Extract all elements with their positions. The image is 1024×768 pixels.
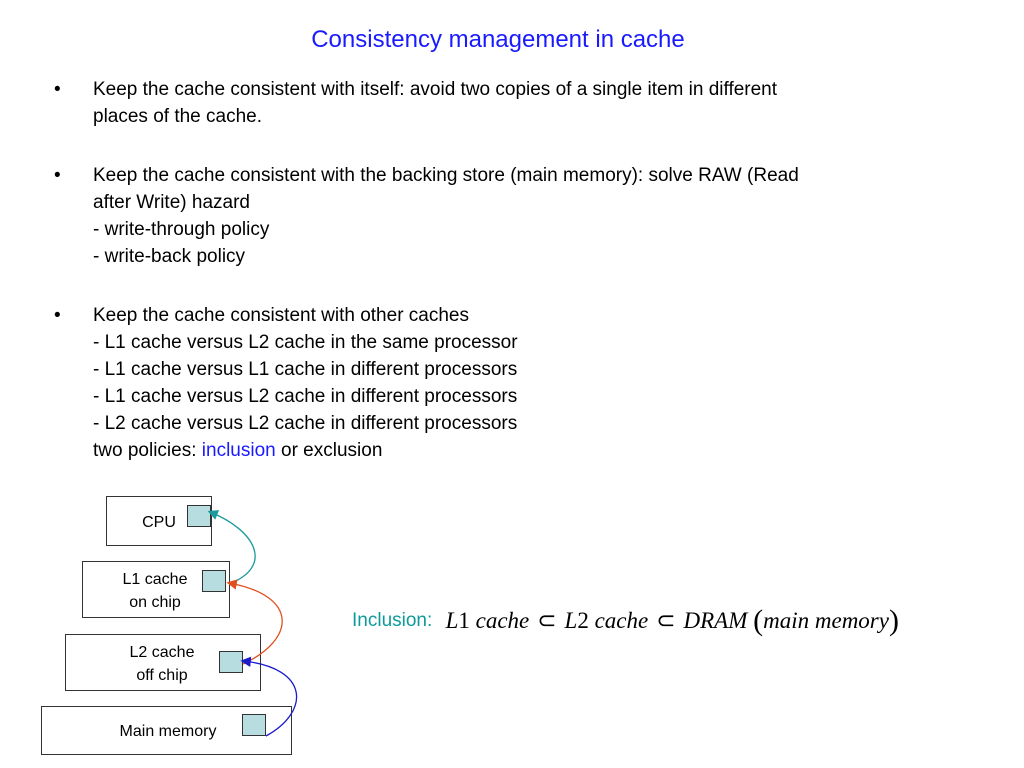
formula-l1-letter: L bbox=[445, 608, 459, 633]
subset-symbol-2: ⊂ bbox=[656, 608, 676, 633]
l1-cache-label: L1 cache on chip bbox=[97, 568, 213, 614]
bullet-text-line: after Write) hazard bbox=[93, 192, 250, 213]
bullet-text-line: Keep the cache consistent with other cac… bbox=[93, 305, 470, 326]
bullet-text-line: - L2 cache versus L2 cache in different … bbox=[93, 413, 518, 434]
bullet-text-line: places of the cache. bbox=[93, 106, 262, 127]
bullet-text-line: Keep the cache consistent with itself: a… bbox=[93, 79, 778, 100]
bullet-text-line: - write-back policy bbox=[93, 246, 246, 267]
formula-dram: DRAM bbox=[683, 608, 748, 633]
policies-prefix: two policies: bbox=[93, 440, 202, 461]
formula-cache-2: cache bbox=[594, 608, 649, 633]
main-memory-box: Main memory bbox=[41, 706, 292, 755]
l1-cache-box: L1 cache on chip bbox=[82, 561, 230, 618]
formula-main-memory: main memory bbox=[763, 608, 889, 633]
slide-title: Consistency management in cache bbox=[311, 26, 685, 53]
formula-open-paren: ( bbox=[753, 604, 764, 637]
l2-cache-port bbox=[219, 651, 243, 673]
bullet-text-line: - L1 cache versus L1 cache in different … bbox=[93, 359, 518, 380]
l2-cache-label-line2: off chip bbox=[136, 667, 188, 684]
formula-l2-digit: 2 bbox=[577, 608, 589, 633]
cpu-box: CPU bbox=[106, 496, 212, 546]
bullet-item: • Keep the cache consistent with the bac… bbox=[54, 162, 954, 270]
bullet-marker: • bbox=[54, 165, 61, 186]
bullet-item: • Keep the cache consistent with itself:… bbox=[54, 76, 954, 130]
l2-cache-box: L2 cache off chip bbox=[65, 634, 261, 691]
l2-cache-label-line1: L2 cache bbox=[129, 644, 195, 661]
formula-l1-digit: 1 bbox=[458, 608, 470, 633]
main-memory-port bbox=[242, 714, 266, 736]
cpu-label: CPU bbox=[142, 514, 176, 531]
inclusion-statement: Inclusion: L1 cache⊂L2 cache⊂DRAM (main … bbox=[352, 604, 899, 640]
formula-l2-letter: L bbox=[564, 608, 578, 633]
policies-line: two policies: inclusion or exclusion bbox=[93, 437, 954, 464]
l1-cache-label-line1: L1 cache bbox=[122, 571, 188, 588]
policies-suffix: or exclusion bbox=[275, 440, 383, 461]
l1-cache-label-line2: on chip bbox=[129, 594, 181, 611]
bullet-marker: • bbox=[54, 79, 61, 100]
bullet-text-line: Keep the cache consistent with the backi… bbox=[93, 165, 799, 186]
l2-cache-label: L2 cache off chip bbox=[112, 641, 212, 687]
l1-cache-port bbox=[202, 570, 226, 592]
bullet-item: • Keep the cache consistent with other c… bbox=[54, 302, 954, 464]
bullet-text-line: - L1 cache versus L2 cache in the same p… bbox=[93, 332, 518, 353]
inclusion-label: Inclusion: bbox=[352, 610, 433, 631]
bullet-marker: • bbox=[54, 305, 61, 326]
bullet-text-line: - write-through policy bbox=[93, 219, 270, 240]
formula-close-paren: ) bbox=[888, 604, 899, 637]
inclusion-formula: L1 cache⊂L2 cache⊂DRAM (main memory) bbox=[445, 604, 899, 637]
inclusion-keyword: inclusion bbox=[201, 440, 276, 461]
bullet-list: • Keep the cache consistent with itself:… bbox=[54, 76, 954, 496]
cpu-port bbox=[187, 505, 211, 527]
bullet-text-line: - L1 cache versus L2 cache in different … bbox=[93, 386, 518, 407]
main-memory-label: Main memory bbox=[119, 723, 217, 740]
formula-cache-1: cache bbox=[475, 608, 530, 633]
subset-symbol-1: ⊂ bbox=[537, 608, 557, 633]
